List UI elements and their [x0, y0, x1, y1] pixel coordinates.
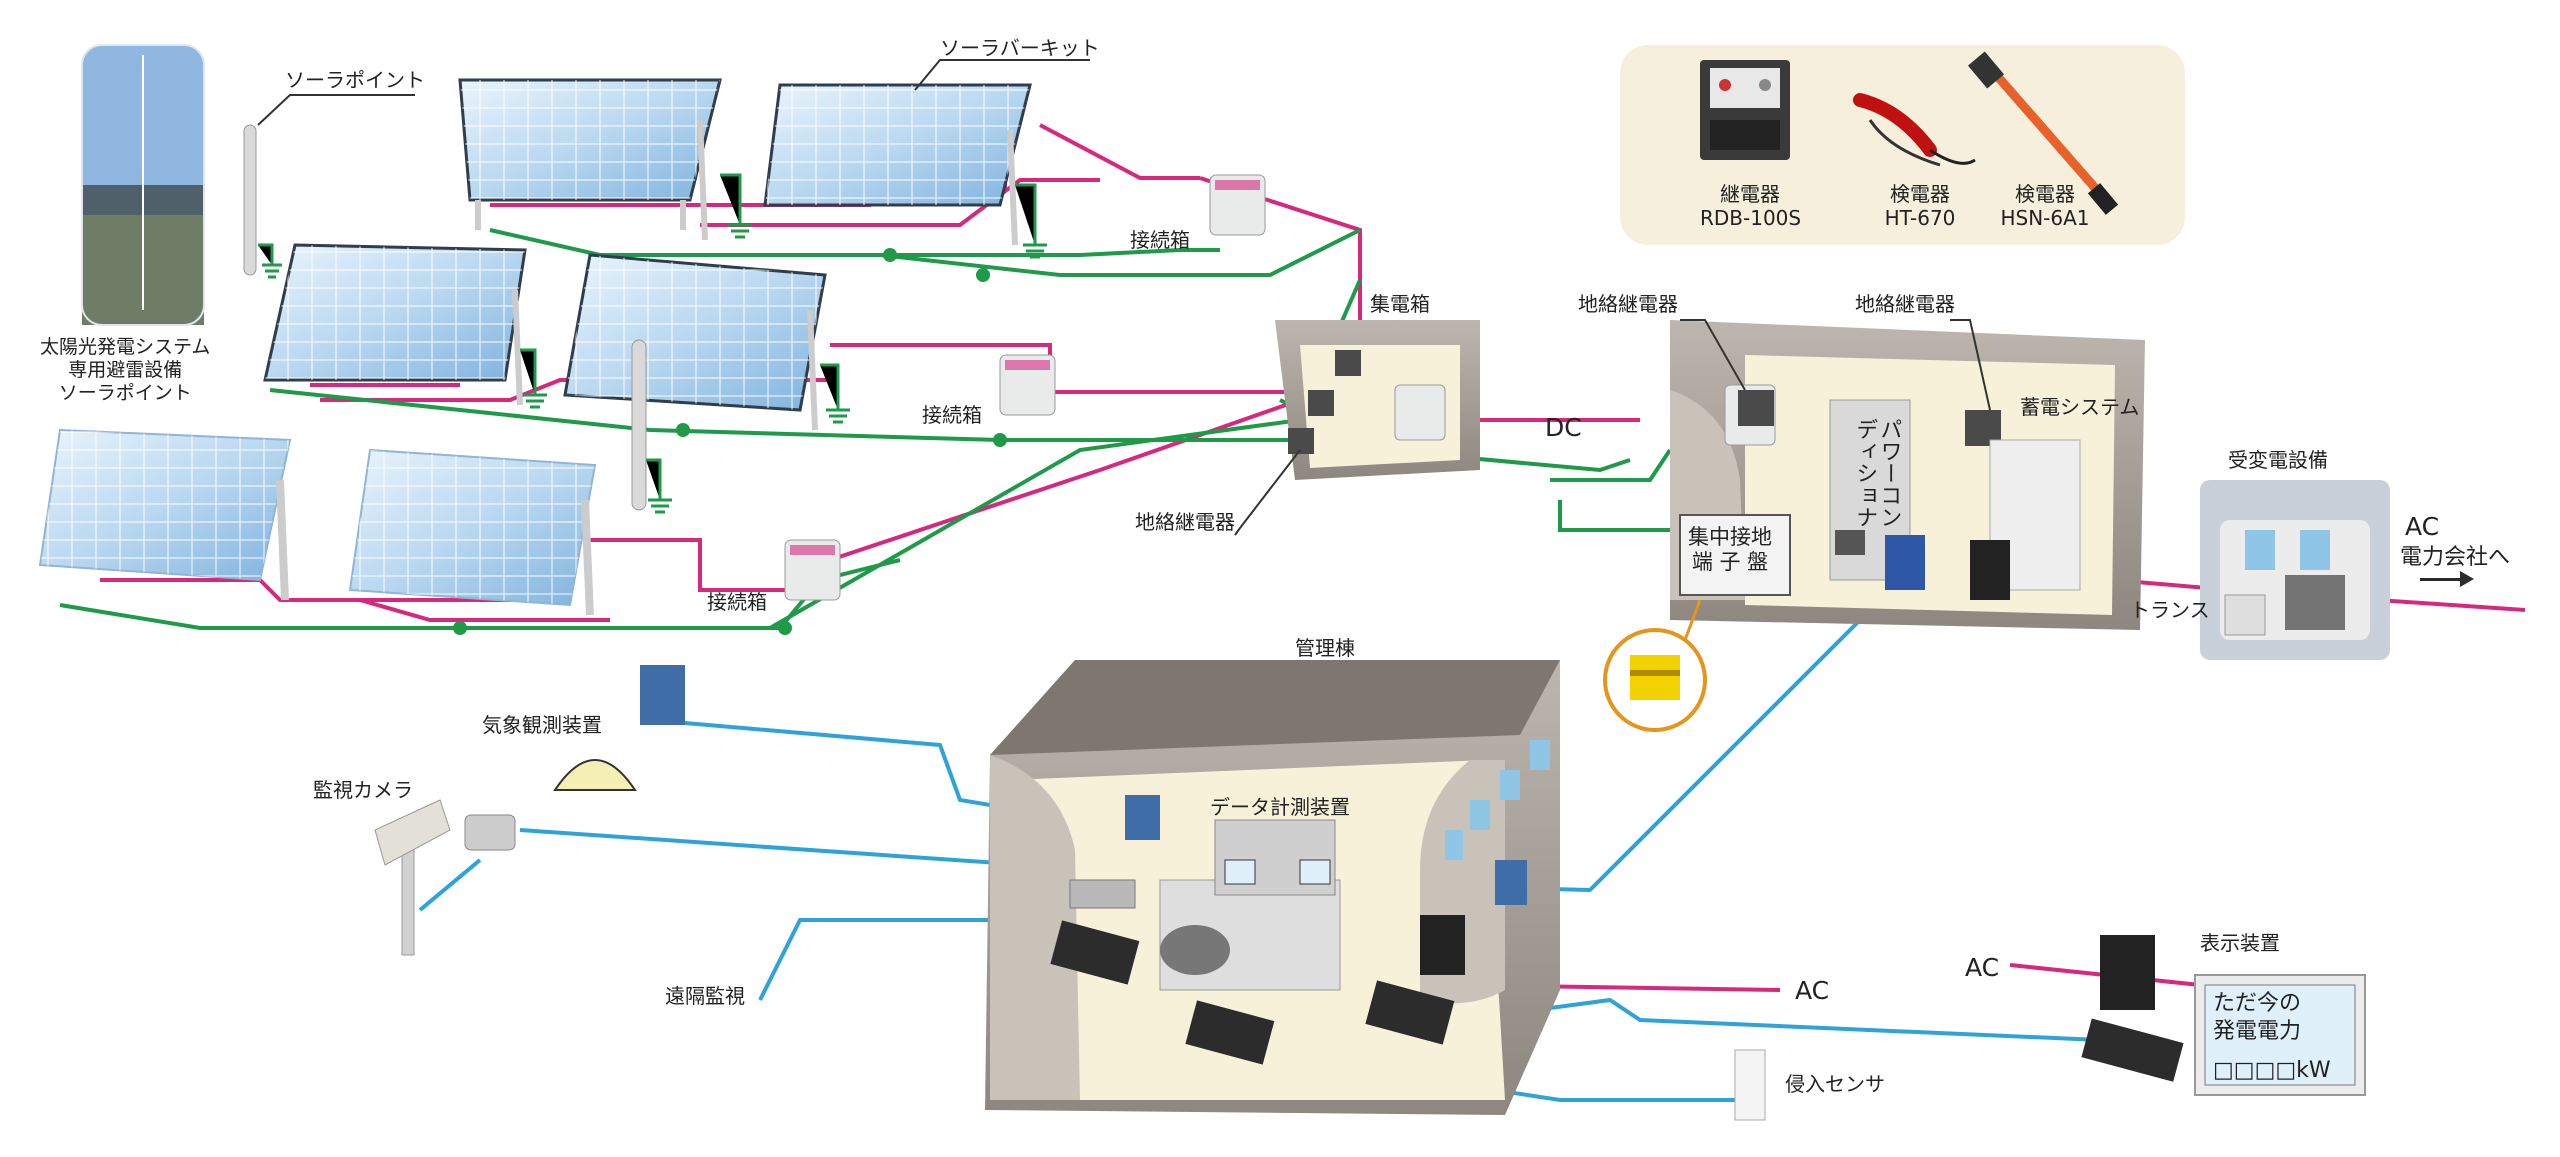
display-line: 発電電力: [2213, 1018, 2302, 1044]
transformer-label: トランス: [2130, 598, 2210, 622]
ground-relay-label: 地絡継電器: [1855, 292, 1955, 316]
management-building-label: 管理棟: [1295, 636, 1355, 660]
junction-box: [1209, 174, 1266, 236]
display-device-label: 表示装置: [2200, 931, 2280, 955]
collector-box-structure: [1275, 320, 1480, 480]
ground-nodes: [453, 248, 1387, 635]
ac-label: AC: [1965, 953, 2000, 982]
dc-label: DC: [1545, 413, 1582, 442]
product-caption: 継電器 RDB-100S: [1700, 182, 1802, 230]
solar-point-label: ソーラポイント: [285, 68, 425, 92]
product-model: HSN-6A1: [2000, 206, 2090, 230]
intrusion-sensor-label: 侵入センサ: [1785, 1072, 1885, 1096]
substation-label: 受変電設備: [2228, 448, 2328, 472]
solar-point-photo: [81, 44, 205, 326]
solar-panel: [458, 78, 722, 241]
display-unit: □□□□kW: [2213, 1058, 2331, 1083]
product-category: 継電器: [1720, 182, 1780, 206]
ground-relay-label: 地絡継電器: [1135, 510, 1235, 534]
product-model: HT-670: [1884, 206, 1956, 230]
ground-symbol: [258, 173, 1047, 514]
junction-box: [784, 539, 841, 601]
junction-box: [999, 354, 1056, 416]
to-utility-label: 電力会社へ: [2400, 545, 2511, 570]
grounding-panel-label: 集中接地 端 子 盤: [1688, 525, 1772, 575]
storage-system-label: 蓄電システム: [2020, 395, 2140, 419]
product-category: 検電器: [1890, 182, 1950, 206]
grounding-line: 集中接地: [1688, 525, 1772, 549]
relay-rdb100s-image: [1700, 60, 1790, 160]
intrusion-sensor: [1734, 1049, 1766, 1121]
display-device: [2081, 935, 2366, 1096]
product-category: 検電器: [2015, 182, 2075, 206]
solar-panel: [263, 243, 527, 406]
caption-line: 太陽光発電システム: [40, 336, 211, 358]
weather-station-label: 気象観測装置: [482, 713, 602, 737]
display-line: ただ今の: [2213, 991, 2302, 1016]
pcs-line: パワーコン: [1876, 418, 1902, 528]
substation-building: [2200, 480, 2390, 660]
display-screen-text: ただ今の 発電電力 □□□□kW: [2213, 990, 2331, 1085]
power-conditioner-building: [1670, 320, 2145, 630]
junction-box-label: 接続箱: [707, 590, 767, 614]
product-caption: 検電器 HSN-6A1: [1985, 182, 2105, 230]
camera-label: 監視カメラ: [313, 778, 413, 802]
utility-arrow: [2420, 571, 2474, 587]
solar-panel: [763, 83, 1032, 246]
caption-line: ソーラポイント: [58, 381, 192, 404]
lightning-rod: [243, 124, 647, 511]
data-logger-label: データ計測装置: [1210, 795, 1350, 819]
tester-hsn6a1-image: [1967, 51, 2119, 215]
junction-box-label: 接続箱: [922, 403, 982, 427]
weather-station: [553, 665, 685, 791]
surge-protector-callout: [1603, 599, 1707, 732]
pcs-line: ディショナ: [1852, 418, 1878, 528]
solar-panel: [563, 253, 827, 431]
management-building: [985, 660, 1560, 1115]
solar-panel: [38, 428, 292, 601]
solar-panel: [348, 448, 597, 616]
ac-label: AC: [1795, 976, 1830, 1005]
surveillance-camera: [374, 799, 516, 956]
junction-box-label: 接続箱: [1130, 228, 1190, 252]
tester-ht670-image: [1853, 93, 1976, 167]
collector-box-label: 集電箱: [1370, 292, 1430, 316]
solar-bar-kit-label: ソーラバーキット: [940, 36, 1100, 60]
ground-relay-label: 地絡継電器: [1578, 292, 1678, 316]
solar-point-photo-caption: 太陽光発電システム 専用避雷設備 ソーラポイント: [40, 336, 210, 404]
power-conditioner-label: パワーコン ディショナ: [1852, 418, 1902, 528]
remote-monitoring-label: 遠隔監視: [665, 984, 745, 1008]
grounding-line: 端 子 盤: [1691, 550, 1769, 575]
ac-label: AC: [2405, 512, 2440, 541]
product-model: RDB-100S: [1700, 206, 1802, 230]
caption-line: 専用避雷設備: [68, 358, 183, 381]
product-caption: 検電器 HT-670: [1865, 182, 1975, 230]
